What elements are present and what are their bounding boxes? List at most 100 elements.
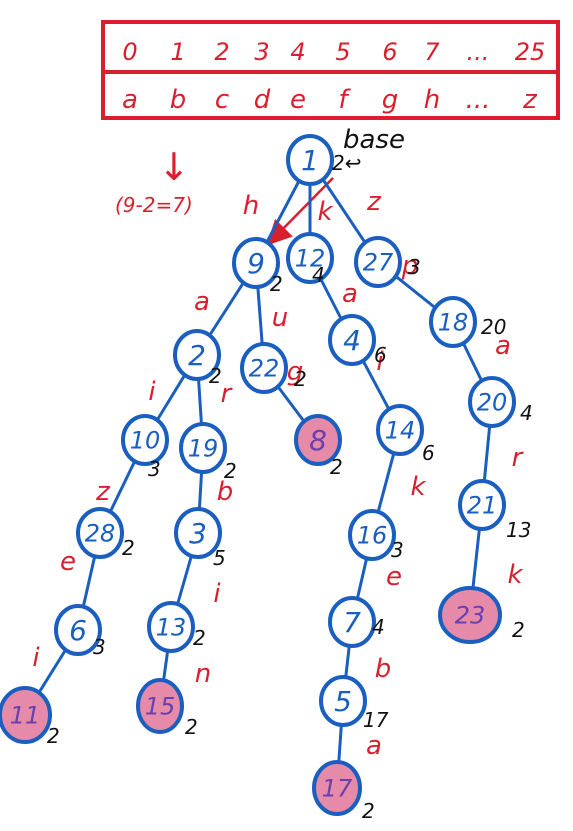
table-index-0: 0 <box>122 38 137 66</box>
node-circle-3 <box>174 507 222 559</box>
node-check-9: 2 <box>270 272 283 296</box>
node-check-2: 2 <box>209 364 222 388</box>
node-circle-6 <box>54 604 102 656</box>
node-28: 282 <box>76 507 135 560</box>
node-index-3: 3 <box>189 517 207 550</box>
edge-char-19-3: b <box>217 477 234 507</box>
node-17: 172 <box>312 760 375 823</box>
node-2: 22 <box>173 329 222 388</box>
table-letter-7: h <box>424 85 440 115</box>
edge-char-6-11: i <box>32 643 40 673</box>
node-check-19: 2 <box>224 459 237 483</box>
node-check-28: 2 <box>122 536 135 560</box>
table-letter-8: ... <box>466 85 491 115</box>
node-index-4: 4 <box>343 324 361 357</box>
node-check-3: 5 <box>213 546 226 570</box>
node-circle-7 <box>328 596 376 648</box>
node-circle-18 <box>429 296 477 348</box>
node-19: 192 <box>179 422 237 483</box>
node-index-21: 21 <box>467 492 498 520</box>
table-index-9: 25 <box>515 38 546 66</box>
node-index-10: 10 <box>130 427 161 455</box>
node-circle-27 <box>354 236 402 288</box>
node-11: 112 <box>0 686 60 748</box>
table-letter-0: a <box>122 85 138 115</box>
edge-char-28-6: e <box>60 547 76 577</box>
node-check-22: 2 <box>294 367 307 391</box>
node-check-23: 2 <box>512 618 525 642</box>
node-index-8: 8 <box>309 424 327 457</box>
edge-char-4-14: i <box>376 347 384 377</box>
offset-formula: (9-2=7) <box>115 193 193 217</box>
node-circle-13 <box>147 601 195 653</box>
node-circle-15 <box>136 678 184 734</box>
node-circle-10 <box>121 414 169 466</box>
node-index-1: 1 <box>301 144 319 177</box>
node-circle-9 <box>232 237 280 289</box>
node-check-12: 4 <box>312 263 325 287</box>
node-index-18: 18 <box>438 309 469 337</box>
edge-char-9-2: a <box>194 287 210 317</box>
edge-char-5-17: a <box>366 731 382 761</box>
node-index-6: 6 <box>69 614 87 647</box>
edge-char-10-28: z <box>95 477 111 507</box>
node-23: 23 2 <box>438 586 525 644</box>
node-circle-20 <box>468 376 516 428</box>
node-index-17: 17 <box>322 775 353 803</box>
table-index-5: 5 <box>335 38 350 66</box>
node-circle-5 <box>319 675 367 727</box>
base-arrow <box>266 177 334 246</box>
node-index-22: 22 <box>249 355 280 383</box>
node-check-15: 2 <box>185 715 198 739</box>
node-20: 20 4 <box>468 376 533 428</box>
table-index-2: 2 <box>214 38 229 66</box>
node-index-16: 16 <box>357 522 388 550</box>
edge-char-20-21: r <box>512 443 525 473</box>
node-circle-23 <box>438 586 502 644</box>
node-circle-4 <box>328 314 376 366</box>
node-check-18: 20 <box>481 315 506 339</box>
edge-char-2-19: r <box>221 379 234 409</box>
table-letter-1: b <box>170 85 187 115</box>
node-index-20: 20 <box>477 389 508 417</box>
node-5: 517 <box>319 675 389 732</box>
node-check-16: 3 <box>391 538 404 562</box>
node-3: 35 <box>174 507 226 570</box>
table-letter-9: z <box>522 85 538 115</box>
node-index-23: 23 <box>455 602 486 630</box>
node-index-5: 5 <box>334 685 352 718</box>
table-letter-4: e <box>290 85 306 115</box>
node-check-20: 4 <box>520 401 533 425</box>
node-check-14: 6 <box>422 441 435 465</box>
node-circle-16 <box>348 509 396 561</box>
edge-char-13-15: n <box>195 659 211 689</box>
node-index-14: 14 <box>385 417 416 445</box>
edge-char-21-23: k <box>507 560 523 590</box>
edge-char-1-12: k <box>317 197 333 227</box>
node-9: 92 <box>232 237 283 296</box>
table-letter-3: d <box>254 85 271 115</box>
edge-char-1-27: z <box>366 187 382 217</box>
node-index-27: 27 <box>363 249 394 277</box>
edge-char-7-5: b <box>375 654 392 684</box>
base-label: base <box>343 125 405 155</box>
node-check-10: 3 <box>148 457 161 481</box>
node-check-8: 2 <box>330 455 343 479</box>
node-circle-11 <box>0 686 52 744</box>
edge-char-12-4: a <box>342 279 358 309</box>
node-8: 82 <box>294 414 343 479</box>
edge-char-9-22: u <box>272 303 288 333</box>
table-index-7: 7 <box>424 38 440 66</box>
